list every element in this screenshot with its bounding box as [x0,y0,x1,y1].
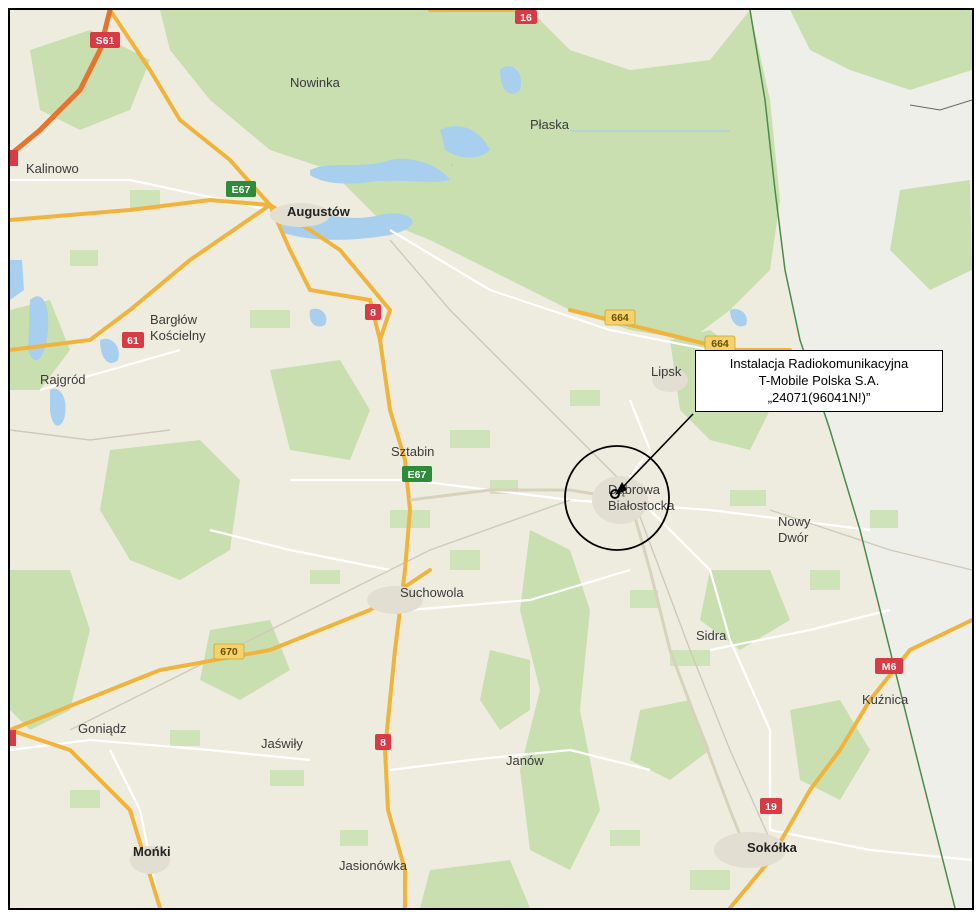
town-barglow-line2: Kościelny [150,328,206,343]
road-shield-partial-left-2 [10,730,16,746]
map-canvas[interactable]: · S61 16 E67 8 61 664 664 E67 670 M6 [10,10,972,908]
svg-text:19: 19 [765,801,777,813]
road-shield-8-south: 8 [375,734,391,750]
road-shield-664-east: 664 [704,335,736,352]
road-shield-61: 61 [122,332,144,348]
svg-text:664: 664 [611,312,629,324]
town-goniadz: Goniądz [78,721,126,736]
town-sztabin: Sztabin [391,444,434,459]
road-shield-m6: M6 [875,658,903,674]
border-east [909,99,972,111]
park-label-faint: · [450,159,454,171]
svg-text:8: 8 [370,307,376,319]
town-nowy-dwor-line2: Dwór [778,530,809,545]
callout-arrow-head [615,482,627,495]
urban-areas [130,203,786,874]
svg-text:61: 61 [127,335,139,347]
town-dabrowa-line2: Białostocka [608,498,675,513]
svg-text:664: 664 [711,338,729,350]
road-shield-partial-left-1 [10,150,18,166]
town-sokolka: Sokółka [747,840,798,855]
svg-text:M6: M6 [882,661,897,673]
road-shield-s61: S61 [90,32,120,48]
svg-text:670: 670 [220,646,238,658]
town-janow: Janów [506,753,544,768]
road-shield-670: 670 [213,643,245,660]
road-shield-e67-north: E67 [226,181,256,197]
town-kuznica: Kuźnica [862,692,909,707]
road-shield-664-west: 664 [604,309,636,326]
map-frame: · S61 16 E67 8 61 664 664 E67 670 M6 [8,8,974,910]
town-kalinowo: Kalinowo [26,161,79,176]
town-sidra: Sidra [696,628,727,643]
road-shield-e67-south: E67 [402,466,432,482]
town-suchowola: Suchowola [400,585,464,600]
installation-callout-box: Instalacja Radiokomunikacyjna T-Mobile P… [695,350,943,412]
installation-location-marker[interactable] [610,489,620,499]
town-monki: Mońki [133,844,171,859]
town-jaswily: Jaświły [261,736,303,751]
svg-text:8: 8 [380,737,386,749]
road-shield-8-north: 8 [365,304,381,320]
town-nowinka: Nowinka [290,75,341,90]
town-plaska: Płaska [530,117,570,132]
minor-roads-gray [10,239,972,841]
callout-line-3: „24071(96041N!)” [767,390,871,405]
callout-leader-line [620,413,694,490]
svg-text:E67: E67 [408,469,427,481]
town-rajgrod: Rajgród [40,372,86,387]
town-nowy-dwor-line1: Nowy [778,514,811,529]
callout-line-1: Instalacja Radiokomunikacyjna [729,356,909,371]
town-lipsk: Lipsk [651,364,682,379]
svg-text:E67: E67 [232,184,251,196]
callout-line-2: T-Mobile Polska S.A. [758,373,880,388]
road-shield-16: 16 [515,10,537,24]
town-augustow: Augustów [287,204,351,219]
road-shield-19: 19 [760,798,782,814]
forest-areas [10,10,972,908]
installation-range-circle [564,445,670,551]
svg-text:S61: S61 [96,35,115,47]
svg-text:16: 16 [520,12,532,24]
town-jasionowka: Jasionówka [339,858,408,873]
town-barglow-line1: Bargłów [150,312,198,327]
